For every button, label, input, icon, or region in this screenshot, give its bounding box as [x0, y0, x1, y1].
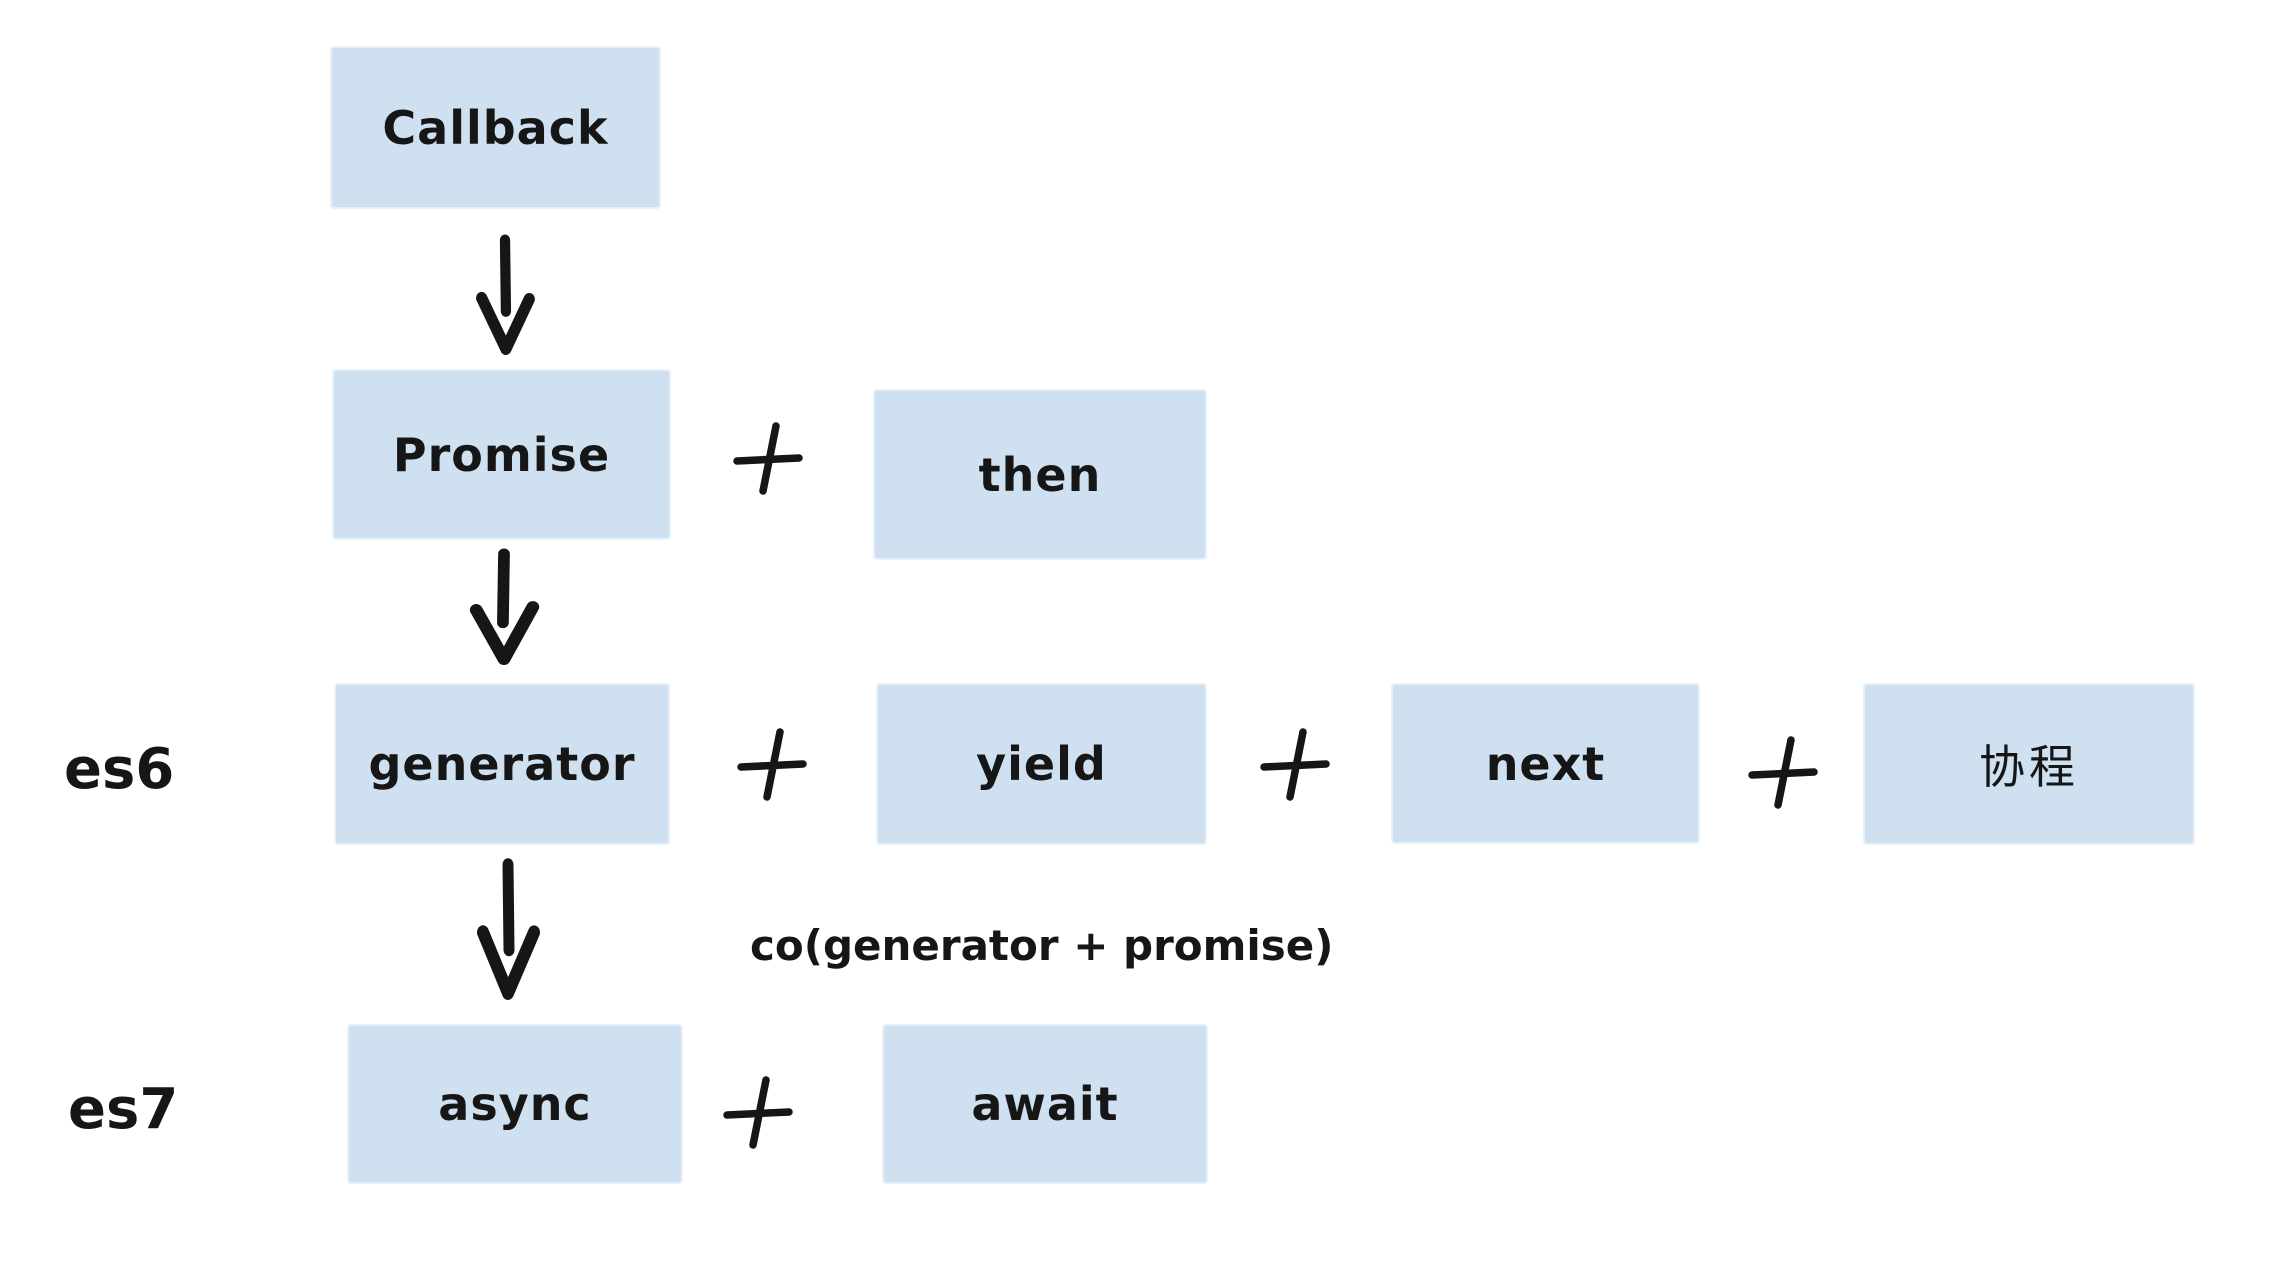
node-promise: Promise	[334, 371, 669, 538]
node-callback: Callback	[332, 48, 659, 207]
arrow-down-icon	[477, 858, 540, 1000]
node-next: next	[1393, 685, 1698, 842]
arrow-down-icon	[476, 234, 535, 355]
node-await-label: await	[971, 1077, 1119, 1131]
plus-icon	[1260, 728, 1330, 801]
node-then-label: then	[978, 447, 1102, 502]
node-async-label: async	[438, 1077, 592, 1131]
node-then: then	[875, 391, 1205, 558]
era-label-es7: es7	[68, 1077, 179, 1142]
node-generator-label: generator	[368, 737, 636, 791]
node-next-label: next	[1485, 736, 1606, 791]
arrow-down-icon	[469, 548, 540, 666]
node-coroutine: 协程	[1865, 685, 2193, 843]
node-async: async	[349, 1026, 681, 1182]
node-callback-label: Callback	[382, 100, 609, 155]
plus-icon	[733, 422, 803, 495]
node-yield: yield	[878, 685, 1205, 843]
node-coroutine-label: 协程	[1979, 740, 2079, 794]
plus-icon	[723, 1076, 793, 1149]
era-label-es6: es6	[64, 737, 175, 802]
node-promise-label: Promise	[392, 427, 611, 482]
node-await: await	[884, 1026, 1206, 1182]
plus-icon	[737, 728, 807, 801]
node-generator: generator	[336, 685, 668, 843]
co-generator-promise-note: co(generator + promise)	[750, 921, 1334, 970]
plus-icon	[1748, 736, 1818, 809]
node-yield-label: yield	[976, 737, 1107, 791]
